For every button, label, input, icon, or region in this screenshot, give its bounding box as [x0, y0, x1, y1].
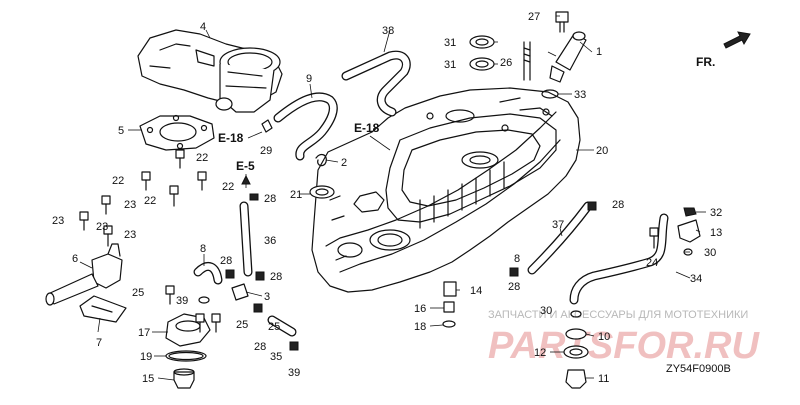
callout-label: 39: [288, 367, 300, 379]
callout-label: 22: [144, 195, 156, 207]
callout-label: 29: [260, 145, 272, 157]
callout-label: 12: [534, 347, 546, 359]
seal-part-10[interactable]: [565, 328, 587, 340]
hose-part-37[interactable]: [527, 201, 593, 275]
hose-part-34[interactable]: [569, 213, 669, 305]
callout-label: 37: [552, 219, 564, 231]
callout-label: 18: [414, 321, 426, 333]
callout-label: 4: [200, 21, 206, 33]
callout-label: 2: [341, 157, 347, 169]
callout-label: 25: [236, 319, 248, 331]
hose-part-36[interactable]: [239, 201, 253, 277]
part-code-label: ZY54F0900B: [666, 363, 731, 375]
callout-label: 28: [220, 255, 232, 267]
watermark-logo: PARTSFOR.RU: [488, 325, 760, 367]
reference-labels: E-18 E-18 E-5: [218, 121, 391, 188]
callout-label: 27: [528, 11, 540, 23]
callout-label: 22: [112, 175, 124, 187]
nut-part-32[interactable]: [683, 207, 697, 217]
callout-label: 5: [118, 125, 124, 137]
callout-label: 14: [470, 285, 482, 297]
callout-label: 39: [176, 295, 188, 307]
callout-label: 19: [140, 351, 152, 363]
hose-part-35[interactable]: [267, 315, 297, 337]
callout-label: 7: [96, 337, 102, 349]
callout-label: 1: [596, 46, 602, 58]
callout-label: 23: [96, 221, 108, 233]
callout-label: 28: [612, 199, 624, 211]
ref-label: E-18: [218, 131, 244, 145]
callout-label: 13: [710, 227, 722, 239]
o-ring-part-19[interactable]: [165, 350, 207, 362]
hose-part-38[interactable]: [341, 50, 411, 117]
clip-part-2[interactable]: [315, 153, 327, 167]
stud-part-26[interactable]: [523, 41, 531, 81]
plug-part-15[interactable]: [173, 368, 195, 389]
bracket-part-13[interactable]: [677, 219, 701, 243]
callout-label: 25: [268, 321, 280, 333]
leader-lines: [79, 15, 706, 381]
callout-label: 9: [306, 73, 312, 85]
callout-label: 28: [254, 341, 266, 353]
callout-label: 38: [382, 25, 394, 37]
callout-label: 33: [574, 89, 586, 101]
callout-label: 24: [646, 257, 658, 269]
callout-label: 30: [704, 247, 716, 259]
callout-label: 3: [264, 291, 270, 303]
hose-part-9[interactable]: [273, 92, 338, 161]
callout-label: 22: [222, 181, 234, 193]
ref-label: E-5: [236, 159, 255, 173]
callout-label: 8: [514, 253, 520, 265]
callout-label: 23: [124, 229, 136, 241]
gasket-part-7[interactable]: [79, 295, 127, 323]
callout-labels: 1 2 3 4 5 6 7 8 8 9 10 11 12 13 14 15 16…: [52, 11, 722, 385]
oil-case-part-20[interactable]: [311, 87, 581, 293]
watermark-tagline: ЗАПЧАСТИ И АКСЕССУАРЫ ДЛЯ МОТОТЕХНИКИ: [488, 309, 748, 321]
callout-label: 23: [124, 199, 136, 211]
callout-label: 26: [500, 57, 512, 69]
callout-label: 35: [270, 351, 282, 363]
seal-part-31-b[interactable]: [469, 57, 495, 71]
callout-label: 28: [270, 271, 282, 283]
gasket-part-5[interactable]: [139, 114, 215, 151]
sensor-part-6[interactable]: [45, 243, 123, 306]
callout-label: 6: [72, 253, 78, 265]
callout-label: 31: [444, 37, 456, 49]
callout-label: 15: [142, 373, 154, 385]
ref-label: E-18: [354, 121, 380, 135]
callout-label: 22: [196, 152, 208, 164]
callout-label: 8: [200, 243, 206, 255]
bolt-part-27[interactable]: [555, 11, 569, 33]
fitting-part-1[interactable]: [549, 31, 587, 83]
seal-part-31-a[interactable]: [469, 35, 495, 49]
callout-label: 31: [444, 59, 456, 71]
callout-label: 16: [414, 303, 426, 315]
callout-label: 36: [264, 235, 276, 247]
callout-label: 11: [598, 373, 609, 385]
callout-label: 34: [690, 273, 702, 285]
callout-label: 28: [264, 193, 276, 205]
front-marker-label: FR.: [696, 55, 715, 69]
front-arrow-icon: FR.: [696, 31, 751, 69]
callout-label: 10: [598, 331, 610, 343]
grommet-part-21[interactable]: [309, 185, 335, 199]
callout-label: 21: [290, 189, 302, 201]
clip-part-29[interactable]: [261, 119, 273, 133]
callout-label: 32: [710, 207, 722, 219]
cover-part-4[interactable]: [137, 29, 283, 113]
watermark: PARTSFOR.RU ЗАПЧАСТИ И АКСЕССУАРЫ ДЛЯ МО…: [488, 309, 760, 367]
callout-label: 20: [596, 145, 608, 157]
callout-label: 25: [132, 287, 144, 299]
bolt-part-11[interactable]: [565, 369, 587, 389]
callout-label: 28: [508, 281, 520, 293]
seal-part-12[interactable]: [563, 345, 589, 359]
callout-label: 23: [52, 215, 64, 227]
callout-label: 17: [138, 327, 150, 339]
callout-label: 30: [540, 305, 552, 317]
hose-part-8[interactable]: [193, 262, 223, 285]
